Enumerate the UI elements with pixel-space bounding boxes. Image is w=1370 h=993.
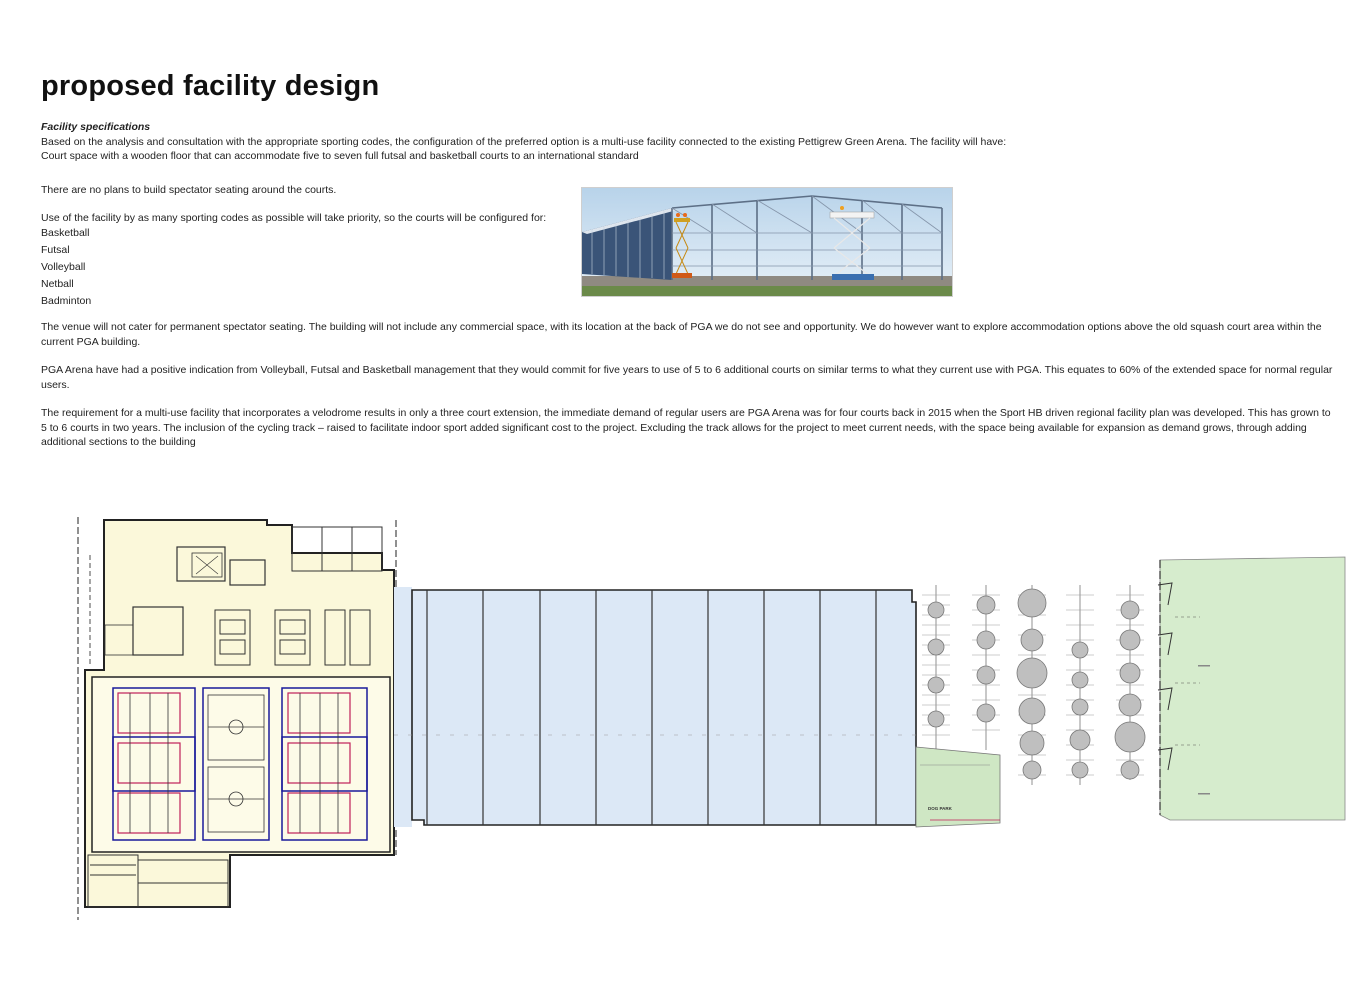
paragraph-requirement: The requirement for a multi-use facility… [41,407,1331,448]
extension-building [394,587,917,827]
code-item-volleyball: Volleyball [41,260,86,273]
paragraph-pga-arena: PGA Arena have had a positive indication… [41,364,1333,391]
sporting-codes-list: Basketball Futsal Volleyball Netball Bad… [41,226,576,311]
code-item-netball: Netball [41,277,74,290]
facility-specifications: Facility specifications Based on the ana… [41,120,1341,164]
specs-heading: Facility specifications [41,121,151,133]
code-item-badminton: Badminton [41,294,92,307]
construction-photo [581,187,953,297]
code-item-futsal: Futsal [41,243,70,256]
paragraph-venue: The venue will not cater for permanent s… [41,321,1322,348]
sporting-codes-section: Use of the facility by as many sporting … [41,211,576,311]
dog-park-label: DOG PARK [928,806,952,811]
site-plan [77,517,1346,920]
car-park [922,585,1146,785]
specs-court-line: Court space with a wooden floor that can… [41,150,639,162]
seating-note: There are no plans to build spectator se… [41,184,337,196]
page-title: proposed facility design [41,70,380,102]
existing-building [77,517,397,920]
specs-intro: Based on the analysis and consultation w… [41,135,1007,148]
code-item-basketball: Basketball [41,226,90,239]
construction-photo-image [582,188,952,296]
dog-park [915,746,1001,828]
courts [112,687,368,841]
green-reserve [1157,556,1346,821]
codes-intro: Use of the facility by as many sporting … [41,212,547,224]
tree-icons [927,588,1146,780]
